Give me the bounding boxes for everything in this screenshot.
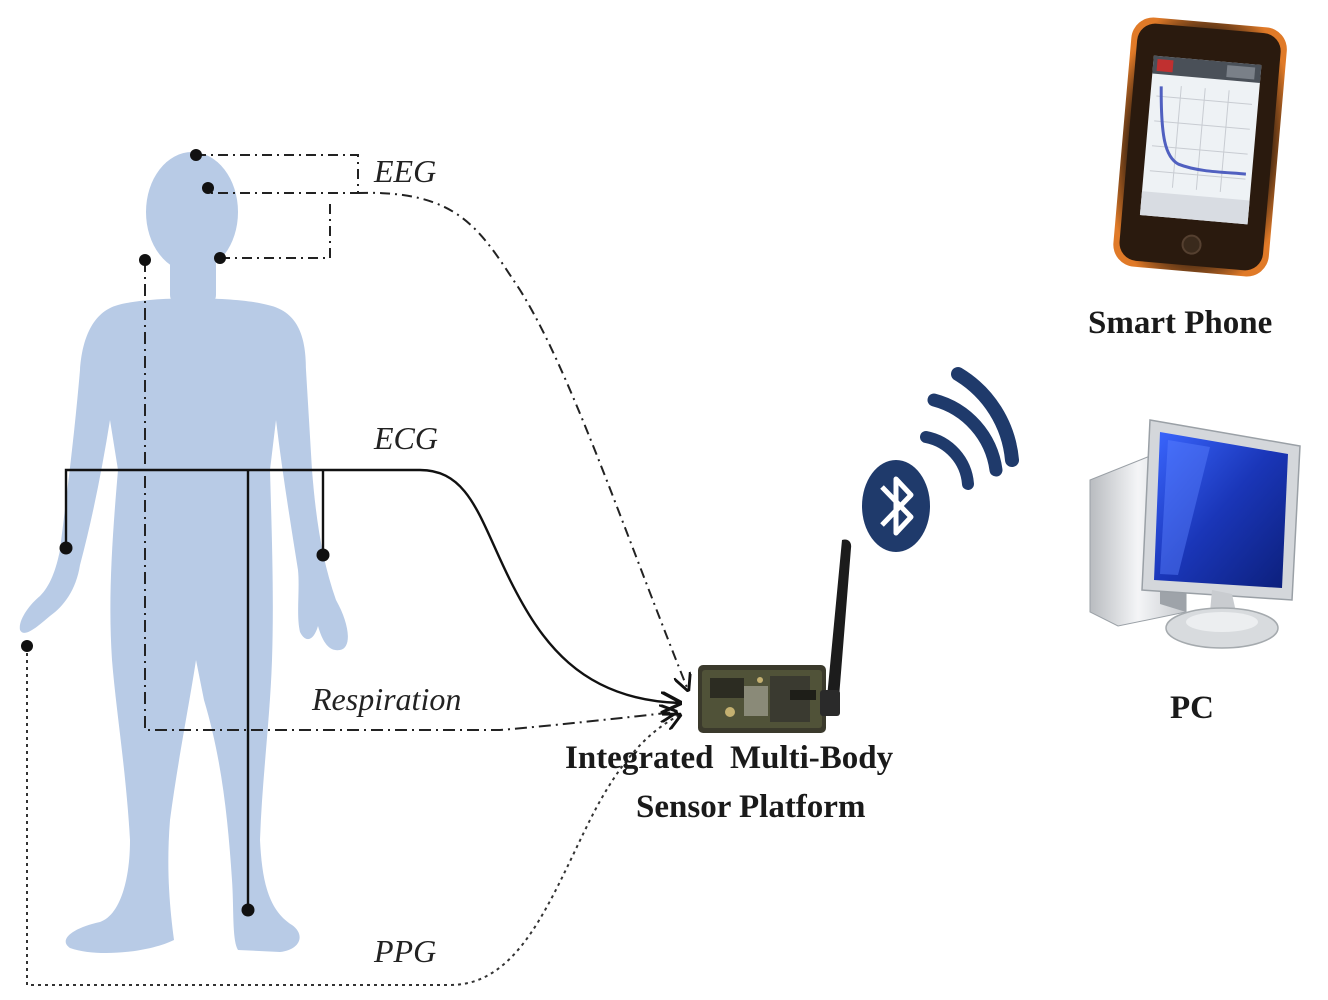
pc-label: PC <box>1170 690 1214 726</box>
eeg-wires <box>196 154 688 690</box>
respiration-label: Respiration <box>311 681 461 717</box>
human-body-figure <box>19 152 348 954</box>
wireless-waves-icon <box>920 367 1019 490</box>
respiration-electrode <box>139 254 151 266</box>
eeg-electrodes <box>190 149 226 264</box>
smartphone-icon <box>1113 17 1287 277</box>
antenna <box>820 539 852 716</box>
bluetooth-icon <box>862 460 930 552</box>
eeg-label: EEG <box>373 153 436 189</box>
ecg-electrodes <box>59 541 330 917</box>
platform-label-line1: Integrated Multi-Body <box>565 740 894 776</box>
respiration-wire <box>144 260 676 731</box>
desktop-pc-icon <box>1089 419 1301 649</box>
platform-label-line2: Sensor Platform <box>636 789 865 825</box>
ppg-electrode <box>21 640 33 652</box>
smartphone-label: Smart Phone <box>1088 305 1272 341</box>
ppg-wire <box>26 646 680 986</box>
sensor-platform-board <box>698 665 826 733</box>
ecg-wires <box>64 468 680 910</box>
ppg-label: PPG <box>373 933 436 969</box>
ecg-label: ECG <box>373 420 438 456</box>
